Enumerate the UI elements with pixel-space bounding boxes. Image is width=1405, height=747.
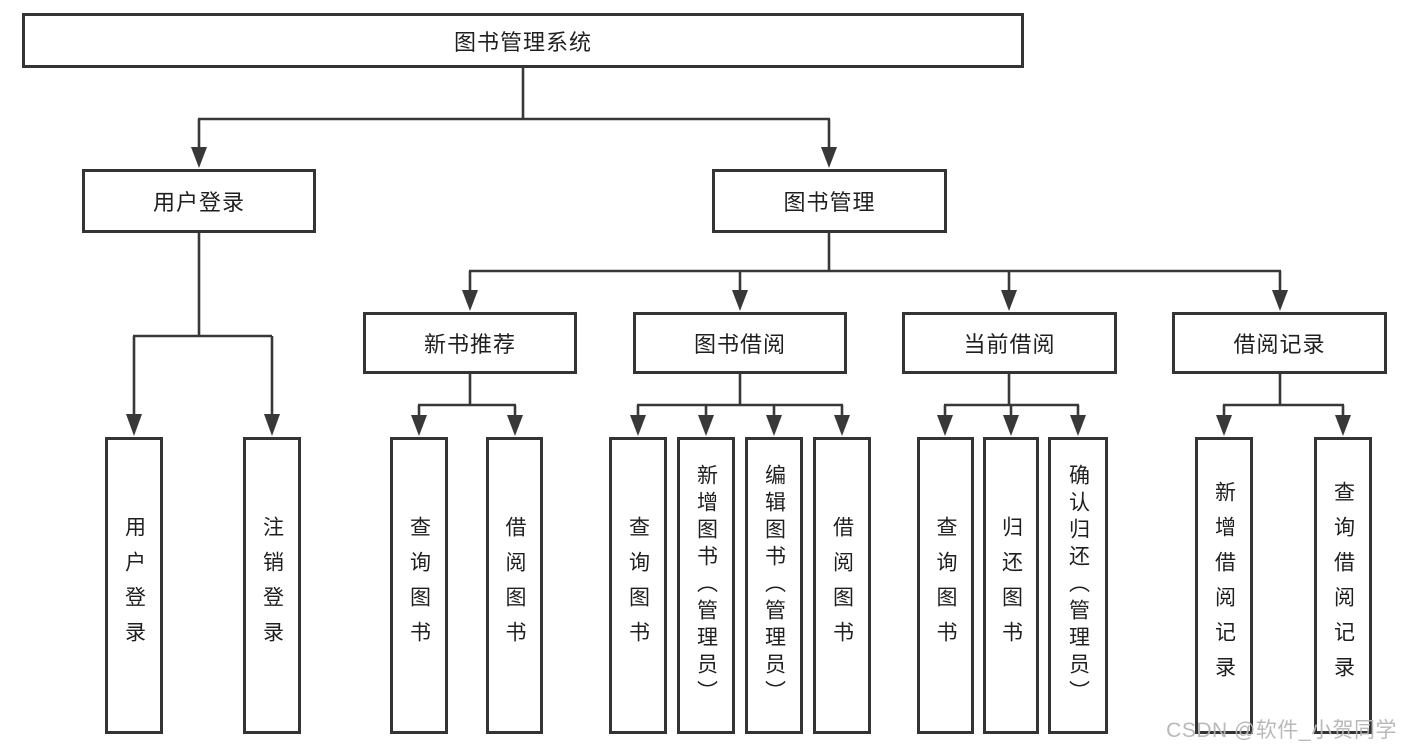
leaf-add-borrow-record: 新增借阅记录 (1195, 437, 1253, 734)
leaf-edit-books-admin: 编辑图书（管理员） (745, 437, 803, 734)
arrowhead-icon (1272, 290, 1288, 311)
arrowhead-icon (698, 415, 714, 436)
node-current-borrowing: 当前借阅 (902, 312, 1117, 374)
csdn-watermark: CSDN @软件_小贺同学 (1166, 719, 1397, 742)
connector-root-to-level2 (191, 68, 837, 168)
arrowhead-icon (766, 415, 782, 436)
node-borrow-records: 借阅记录 (1172, 312, 1387, 374)
connector-user-login-to-leaves (126, 232, 280, 436)
leaf-label: 新增借阅记录 (1212, 480, 1236, 691)
arrowhead-icon (821, 147, 837, 168)
arrowhead-icon (126, 414, 142, 436)
arrowhead-icon (834, 415, 850, 436)
arrowhead-icon (937, 415, 953, 436)
leaf-query-books-borrowing: 查询图书 (609, 437, 667, 734)
arrowhead-icon (264, 414, 280, 436)
leaf-label: 查询借阅记录 (1331, 480, 1355, 691)
node-library-management-system: 图书管理系统 (22, 13, 1024, 68)
leaf-label: 注销登录 (260, 515, 284, 656)
node-book-management: 图书管理 (712, 169, 947, 233)
arrowhead-icon (630, 415, 646, 436)
arrowhead-icon (732, 290, 748, 311)
leaf-label: 用户登录 (122, 515, 146, 656)
connector-borrow-records-to-leaves (1216, 374, 1351, 436)
leaf-borrow-books-recommend: 借阅图书 (486, 437, 543, 734)
leaf-add-books-admin: 新增图书（管理员） (677, 437, 735, 734)
arrowhead-icon (1003, 415, 1019, 436)
arrowhead-icon (1001, 290, 1017, 311)
connector-new-book-recommend-to-leaves (411, 374, 523, 436)
connector-book-management-to-level3 (462, 233, 1288, 311)
leaf-label: 归还图书 (999, 515, 1023, 656)
leaf-label: 借阅图书 (503, 515, 526, 656)
node-new-book-recommend: 新书推荐 (363, 312, 577, 374)
arrowhead-icon (1216, 415, 1232, 436)
leaf-query-borrow-record: 查询借阅记录 (1314, 437, 1372, 734)
leaf-label: 确认归还（管理员） (1066, 464, 1090, 707)
arrowhead-icon (1335, 415, 1351, 436)
leaf-label: 查询图书 (934, 515, 957, 656)
arrowhead-icon (411, 415, 427, 436)
leaf-logout: 注销登录 (243, 437, 301, 734)
arrowhead-icon (462, 290, 478, 311)
leaf-query-books-recommend: 查询图书 (390, 437, 448, 734)
connector-book-borrowing-to-leaves (630, 374, 850, 436)
leaf-label: 查询图书 (407, 515, 431, 656)
connector-current-borrowing-to-leaves (937, 374, 1086, 436)
node-book-borrowing: 图书借阅 (633, 312, 847, 374)
leaf-label: 新增图书（管理员） (694, 464, 718, 707)
leaf-query-books-current: 查询图书 (917, 437, 974, 734)
node-user-login: 用户登录 (82, 169, 316, 233)
arrowhead-icon (507, 415, 523, 436)
leaf-label: 编辑图书（管理员） (762, 464, 786, 707)
leaf-user-login: 用户登录 (105, 437, 163, 734)
leaf-confirm-return-admin: 确认归还（管理员） (1048, 437, 1108, 734)
leaf-borrow-books: 借阅图书 (813, 437, 871, 734)
leaf-label: 查询图书 (626, 515, 650, 656)
arrowhead-icon (191, 147, 207, 168)
arrowhead-icon (1070, 415, 1086, 436)
leaf-label: 借阅图书 (830, 515, 854, 656)
leaf-return-books: 归还图书 (983, 437, 1039, 734)
